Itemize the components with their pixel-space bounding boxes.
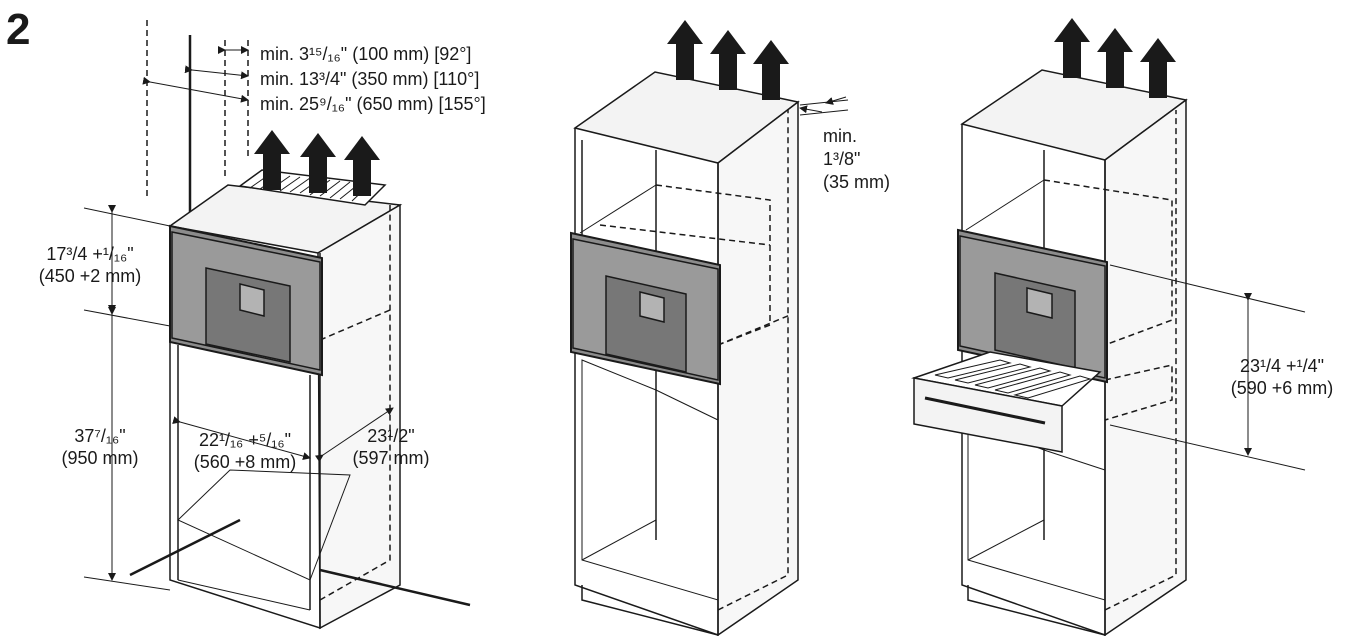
appliance-height-in: 17³/4 +¹/₁₆"	[46, 244, 134, 264]
niche-depth-in: 23¹/2"	[367, 426, 415, 446]
niche-width-mm: (560 +8 mm)	[193, 452, 297, 472]
right-cabinet	[911, 69, 1306, 636]
drawer-height-mm: (590 +6 mm)	[1230, 378, 1334, 398]
vent-gap-mm: (35 mm)	[823, 172, 890, 192]
niche-depth-mm: (597 mm)	[352, 448, 430, 468]
cabinet-side	[317, 203, 401, 630]
floor-height-mm: (950 mm)	[61, 448, 139, 468]
vent-gap-label: min.	[823, 126, 858, 146]
appliance-dispenser	[205, 267, 291, 363]
vent-gap-in: 1³/8"	[823, 149, 861, 169]
appliance-height-mm: (450 +2 mm)	[38, 266, 142, 286]
clearance-label-92: min. 3¹⁵/₁₆" (100 mm) [92°]	[260, 44, 472, 64]
niche-width-in: 22¹/₁₆ +⁵/₁₆"	[198, 430, 292, 450]
middle-cabinet	[570, 71, 849, 636]
clearance-label-155: min. 25⁹/₁₆" (650 mm) [155°]	[260, 94, 486, 114]
clearance-label-110: min. 13³/4" (350 mm) [110°]	[260, 69, 480, 89]
step-number: 2	[6, 5, 31, 54]
left-vent-arrows	[254, 130, 380, 196]
drawer-height-in: 23¹/4 +¹/4"	[1240, 356, 1324, 376]
left-cabinet	[83, 20, 471, 630]
floor-height-in: 37⁷/₁₆"	[74, 426, 126, 446]
